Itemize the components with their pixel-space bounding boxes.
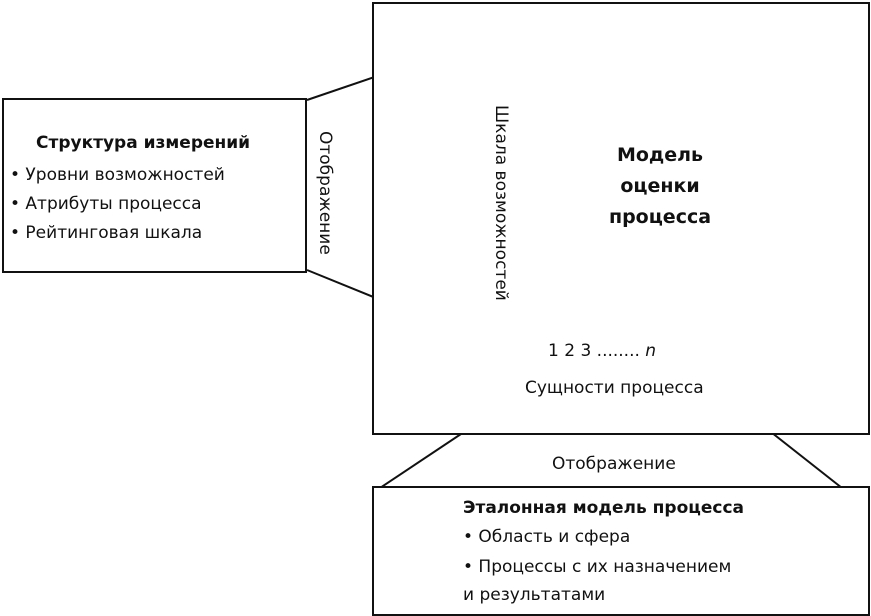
reference-model-title: Эталонная модель процесса <box>463 498 745 518</box>
list-item: и результатами <box>463 585 606 605</box>
list-item: • Атрибуты процесса <box>10 194 202 214</box>
assessment-model-box <box>372 2 870 435</box>
horizontal-axis-tick-n: n <box>645 341 657 361</box>
list-item: • Процессы с их назначением <box>463 557 732 577</box>
horizontal-axis-label: Сущности процесса <box>525 378 704 398</box>
assessment-model-title-line: Модель <box>616 144 704 166</box>
assessment-model-title-line: процесса <box>608 206 712 228</box>
bottom-mapping-label: Отображение <box>552 454 676 474</box>
reference-model-box: Эталонная модель процесса • Область и сф… <box>372 486 870 616</box>
horizontal-axis-tick-labels: 1 2 3 ........ <box>548 341 640 361</box>
list-item: • Уровни возможностей <box>10 165 225 185</box>
horizontal-axis-ticks: 1 2 3 ........ n <box>548 341 656 361</box>
list-item: • Рейтинговая шкала <box>10 223 203 243</box>
vertical-axis-label: Шкала возможностей <box>491 105 511 301</box>
measurement-structure-title: Структура измерений <box>36 133 251 153</box>
measurement-structure-box: Структура измерений • Уровни возможносте… <box>2 98 307 273</box>
assessment-model-title-line: оценки <box>620 175 700 197</box>
left-mapping-label: Отображение <box>315 131 335 255</box>
list-item: • Область и сфера <box>463 527 631 547</box>
assessment-model-title: Модель оценки процесса <box>590 140 730 233</box>
